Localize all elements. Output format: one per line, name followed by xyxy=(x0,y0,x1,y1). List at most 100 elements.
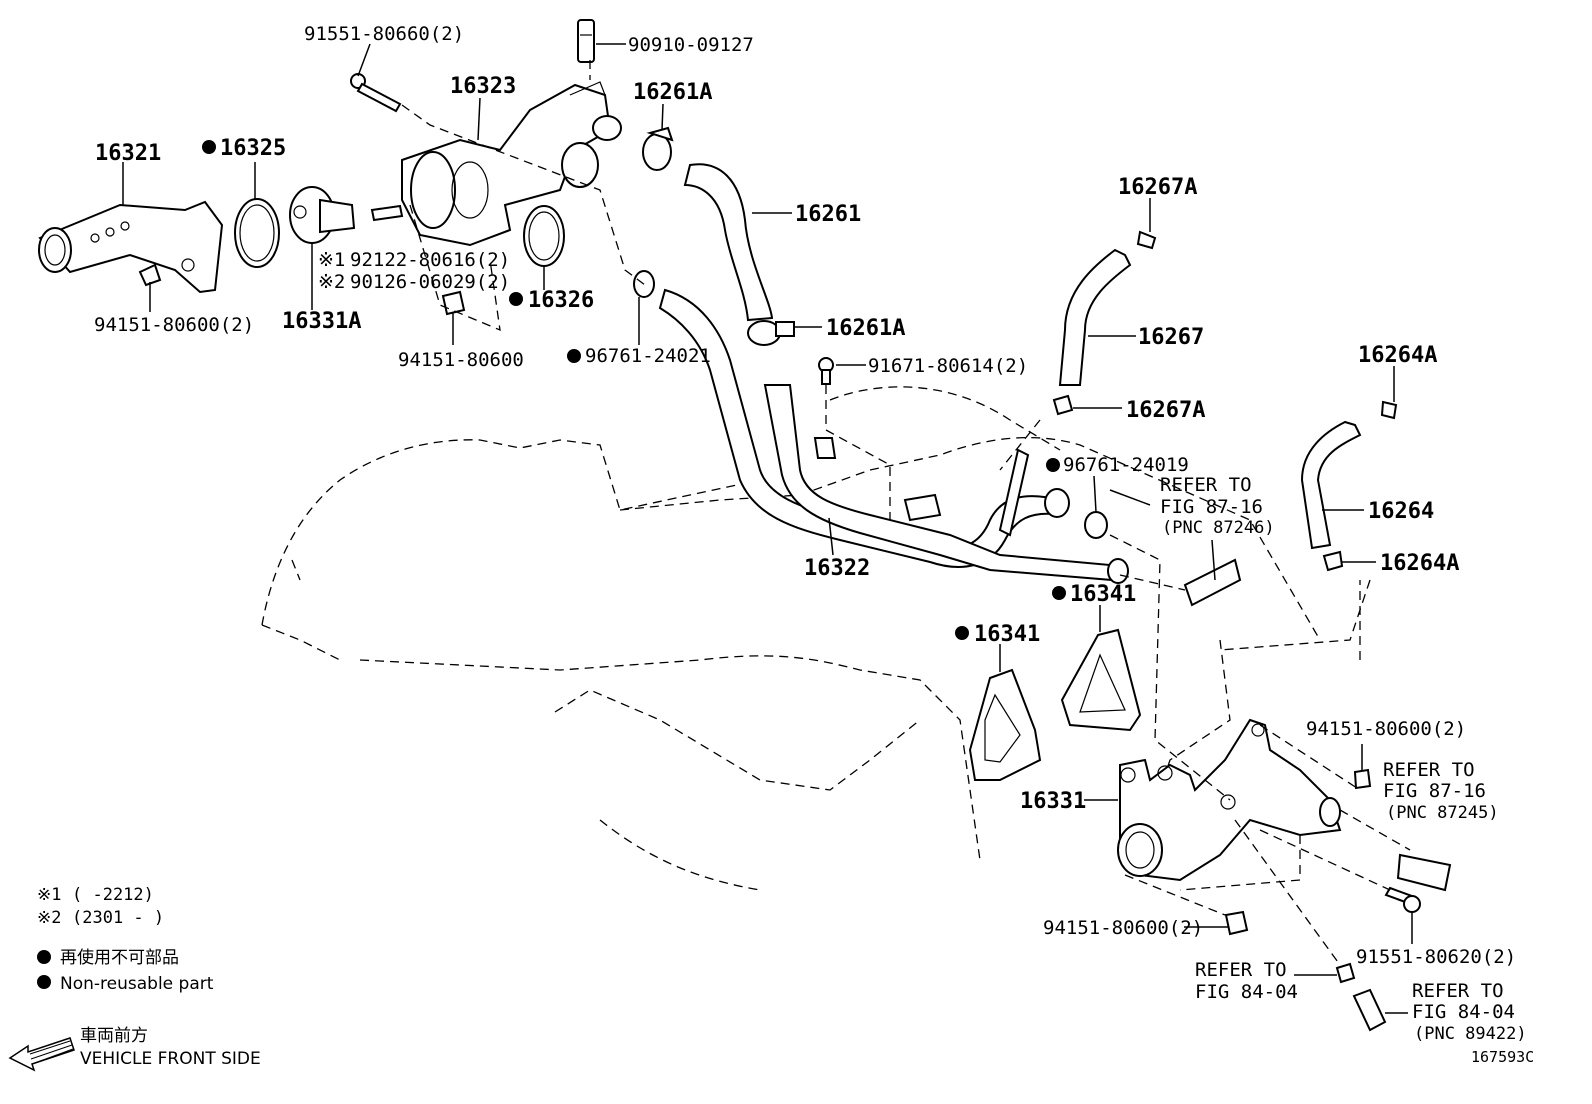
label-94151-80600-b: 94151-80600 xyxy=(398,349,524,371)
legend-note1-range: ( -2212) xyxy=(72,885,154,905)
legend-nonreusable-jp: 再使用不可部品 xyxy=(60,947,179,968)
label-96761-24019: 96761-24019 xyxy=(1063,454,1189,476)
bolt-91551-80620 xyxy=(1384,886,1421,913)
legend-note2-mark: ※2 xyxy=(37,908,61,928)
nut-94151-d xyxy=(1353,768,1372,790)
clamp-16267A-top xyxy=(1136,230,1157,250)
label-92122-80616: 92122-80616(2) xyxy=(350,249,510,271)
gasket-16326 xyxy=(523,205,565,267)
clamp-16261A-mid xyxy=(747,320,795,346)
hose-16264 xyxy=(1300,420,1362,550)
label-16331: 16331 xyxy=(1020,789,1086,814)
legend-front-jp: 車両前方 xyxy=(80,1026,148,1046)
gasket-16325 xyxy=(234,198,280,268)
sensor-90910-09127 xyxy=(577,19,595,63)
bolt-91551-80660 xyxy=(350,73,402,113)
label-16321: 16321 xyxy=(95,141,161,166)
bolt-91671-80614 xyxy=(818,357,834,385)
clamp-16264A-top xyxy=(1380,400,1398,420)
svg-text:(PNC 87246): (PNC 87246) xyxy=(1162,518,1275,538)
assembly-lines xyxy=(401,60,1411,966)
marker-2: ※2 xyxy=(318,271,345,293)
non-reusable-dot-icon xyxy=(37,950,51,964)
clamp-16261A-top xyxy=(642,126,674,171)
legend-front-en: VEHICLE FRONT SIDE xyxy=(80,1049,261,1069)
thermostat-16331A xyxy=(289,186,356,244)
non-reusable-dot-icon xyxy=(202,140,216,154)
hose-16261 xyxy=(683,163,774,322)
clamp-16264A-bot xyxy=(1322,550,1344,572)
label-16326: 16326 xyxy=(528,288,594,313)
figure-code: 167593C xyxy=(1471,1048,1534,1066)
label-90126-06029: 90126-06029(2) xyxy=(350,271,510,293)
pipe-stub-87245 xyxy=(1396,853,1452,892)
non-reusable-dot-icon xyxy=(567,349,581,363)
label-16331A: 16331A xyxy=(282,309,361,334)
refer-callout-84-04-b: REFER TO FIG 84-04 (PNC 89422) xyxy=(1412,980,1527,1044)
stud-92122 xyxy=(370,204,404,222)
non-reusable-dot-icon xyxy=(1052,586,1066,600)
legend-nonreusable-en: Non-reusable part xyxy=(60,974,214,994)
non-reusable-dot-icon xyxy=(955,626,969,640)
leader-lines xyxy=(122,43,1413,1014)
label-94151-80600-c: 94151-80600(2) xyxy=(1306,718,1466,740)
sensor-89422 xyxy=(1352,988,1387,1032)
refer-callout-87246: REFER TO FIG 87-16 (PNC 87246) xyxy=(1160,474,1275,538)
svg-text:REFER TO: REFER TO xyxy=(1160,474,1252,496)
legend: ※1 ( -2212) ※2 (2301 - ) 再使用不可部品 Non-reu… xyxy=(8,885,261,1072)
svg-text:(PNC 89422): (PNC 89422) xyxy=(1414,1024,1527,1044)
nut-94151-a xyxy=(138,263,162,287)
label-90910-09127: 90910-09127 xyxy=(628,34,754,56)
non-reusable-dot-icon xyxy=(1046,458,1060,472)
oring-96761-24019 xyxy=(1084,511,1108,539)
svg-text:FIG 87-16: FIG 87-16 xyxy=(1383,780,1486,802)
legend-note1-mark: ※1 xyxy=(37,885,61,905)
front-arrow-icon xyxy=(8,1037,75,1072)
label-16341-b: 16341 xyxy=(1070,582,1136,607)
svg-text:FIG 84-04: FIG 84-04 xyxy=(1412,1001,1515,1023)
svg-text:REFER TO: REFER TO xyxy=(1383,759,1475,781)
svg-text:FIG 87-16: FIG 87-16 xyxy=(1160,496,1263,518)
label-16267A-bot: 16267A xyxy=(1126,398,1205,423)
refer-callout-84-04-a: REFER TO FIG 84-04 xyxy=(1195,959,1298,1003)
label-91671-80614: 91671-80614(2) xyxy=(868,355,1028,377)
bypass-pipe-16322 xyxy=(658,288,1129,584)
water-outlet-16323 xyxy=(401,81,622,247)
legend-note2-range: (2301 - ) xyxy=(72,908,164,928)
label-91551-80620: 91551-80620(2) xyxy=(1356,946,1516,968)
label-16261A-mid: 16261A xyxy=(826,316,905,341)
marker-1: ※1 xyxy=(318,249,345,271)
label-16267A-top: 16267A xyxy=(1118,175,1197,200)
gasket-16341-b xyxy=(1060,628,1142,732)
label-16261A-top: 16261A xyxy=(633,80,712,105)
label-96761-24021: 96761-24021 xyxy=(585,345,711,367)
label-16323: 16323 xyxy=(450,74,516,99)
label-91551-80660: 91551-80660(2) xyxy=(304,23,464,45)
non-reusable-dot-icon xyxy=(509,292,523,306)
label-16264: 16264 xyxy=(1368,499,1434,524)
svg-text:FIG 84-04: FIG 84-04 xyxy=(1195,981,1298,1003)
label-16267: 16267 xyxy=(1138,325,1204,350)
label-16264A-top: 16264A xyxy=(1358,343,1437,368)
water-inlet-16321 xyxy=(38,200,224,294)
nut-94151-c xyxy=(1224,910,1249,936)
svg-text:(PNC 87245): (PNC 87245) xyxy=(1386,803,1499,823)
hose-16267 xyxy=(1058,248,1132,386)
label-94151-80600-d: 94151-80600(2) xyxy=(1043,917,1203,939)
label-16341-a: 16341 xyxy=(974,622,1040,647)
part-labels: 91551-80660(2) 90910-09127 16323 16261A … xyxy=(94,23,1516,968)
label-16261: 16261 xyxy=(795,202,861,227)
label-16325: 16325 xyxy=(220,136,286,161)
svg-text:REFER TO: REFER TO xyxy=(1195,959,1287,981)
label-16264A-bot: 16264A xyxy=(1380,551,1459,576)
refer-callout-87245: REFER TO FIG 87-16 (PNC 87245) xyxy=(1383,759,1499,823)
nut-94151-b xyxy=(441,290,466,316)
gasket-84-04 xyxy=(1335,962,1356,984)
pipe-stub-87246 xyxy=(1183,558,1242,607)
non-reusable-dot-icon xyxy=(37,975,51,989)
svg-text:REFER TO: REFER TO xyxy=(1412,980,1504,1002)
gasket-16341-a xyxy=(968,668,1042,781)
clamp-16267A-bot xyxy=(1052,394,1074,416)
